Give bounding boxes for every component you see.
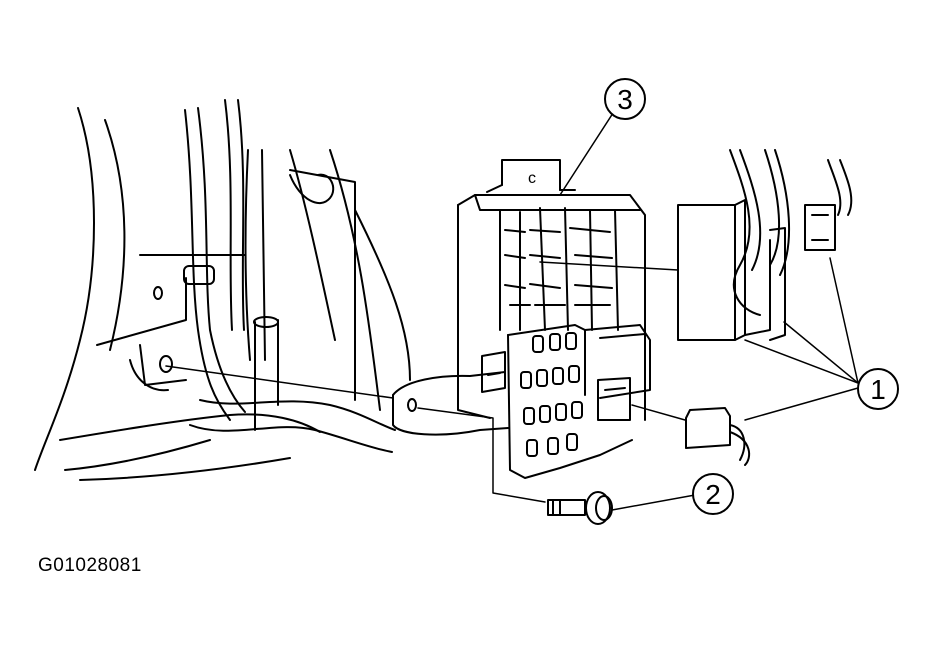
callout-1-label: 1 [870,374,886,405]
vehicle-body-panel [34,107,411,481]
callout-1: 1 [857,368,899,410]
svg-text:c: c [528,170,536,187]
connector-harness [677,149,853,466]
callout-2: 2 [692,473,734,515]
junction-block: c [392,159,651,479]
callout-3-label: 3 [617,84,633,115]
body-wire-harness [183,99,396,453]
leader-lines [165,109,859,511]
figure-id: G01028081 [38,555,142,576]
callout-2-label: 2 [705,479,721,510]
mounting-bolt [547,491,613,525]
callout-3: 3 [604,78,646,120]
